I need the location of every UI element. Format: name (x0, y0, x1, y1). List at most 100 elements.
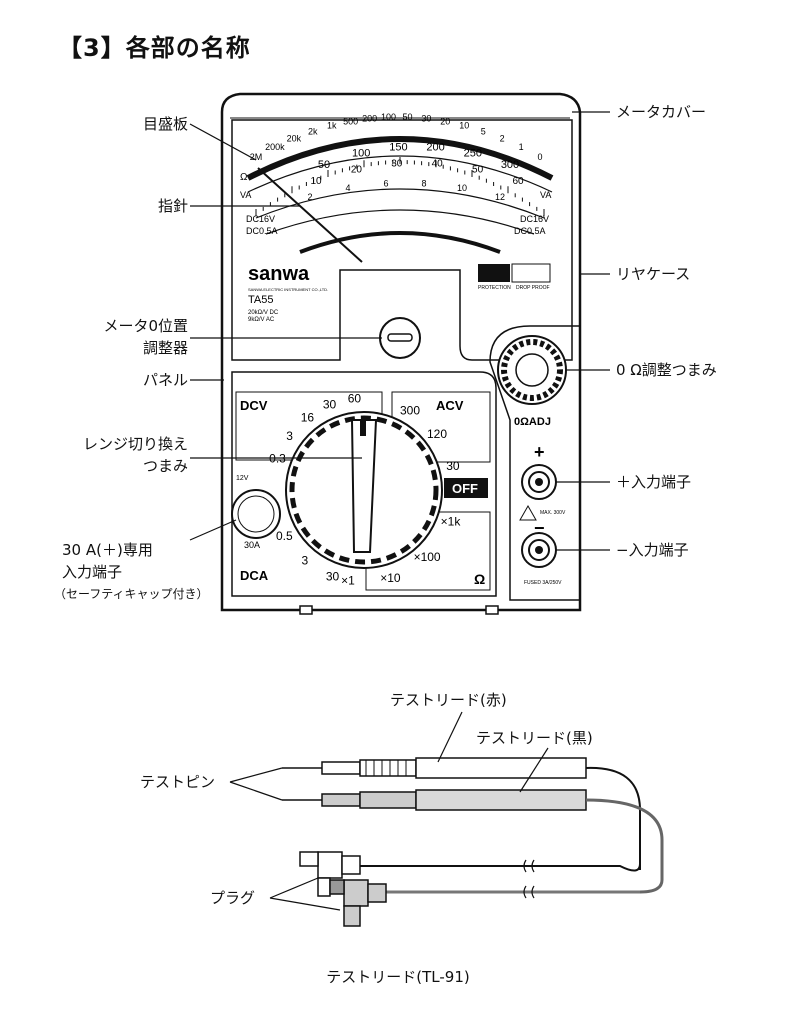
warning-triangle (519, 504, 537, 521)
ohm-range-value: ×100 (414, 550, 441, 564)
label-zero-position-1: メータ0位置 (103, 317, 188, 335)
label-30a-terminal-2: 入力端子 (62, 563, 123, 581)
label-meter-cover: メータカバー (616, 103, 707, 121)
dcv-range-label: 3 (286, 429, 293, 443)
dcv-range-label: 16 (301, 411, 315, 425)
plus-sign: + (534, 442, 545, 462)
dcv-scale-label: 150 (389, 142, 407, 154)
minus-sign: − (534, 518, 545, 538)
dcv-label: DCV (240, 398, 268, 413)
dcv-scale-label: 20 (351, 165, 363, 176)
acv-range-label: 300 (400, 403, 420, 417)
label-plus-terminal: ＋入力端子 (616, 473, 692, 491)
ohm-scale-label: 1 (519, 142, 524, 152)
max-voltage-label: MAX. 300V (540, 510, 566, 516)
label-30a-terminal-3: （セーフティキャップ付き） (54, 587, 209, 601)
panel-outline (231, 371, 497, 597)
acv-range-label: 30 (446, 459, 460, 473)
label-30a-terminal-1: 30 A(＋)専用 (62, 541, 153, 559)
dcv-scale-label: 4 (345, 183, 350, 193)
v12-label: 12V (236, 475, 249, 482)
label-minus-terminal: −入力端子 (616, 541, 689, 559)
black-plug (329, 879, 387, 927)
page-title: 【3】各部の名称 (58, 34, 251, 62)
dca-label: DCA (240, 568, 269, 583)
ohm-scale-label: 50 (402, 112, 412, 122)
dcv-scale-label: 12 (495, 192, 505, 202)
dcv-scale-label: 250 (464, 148, 482, 160)
ohm-scale-label: 10 (459, 121, 469, 131)
label-zero-ohm-knob: 0 Ω調整つまみ (616, 361, 717, 379)
dcv-scale-label: 200 (426, 142, 444, 154)
ohm-range-value: ×10 (380, 571, 401, 585)
dca-range-label: 30 (326, 570, 340, 584)
label-range-selector-2: つまみ (142, 457, 188, 475)
ohm-scale-label: 20 (440, 116, 450, 126)
black-lead (282, 789, 664, 894)
dcv-scale-label: 300 (501, 159, 519, 171)
low-scale-arc (265, 209, 535, 235)
ohm-scale-arc (246, 136, 554, 181)
dcv-scale-label: 10 (310, 176, 322, 187)
label-rear-case: リヤケース (616, 265, 691, 283)
label-test-pin: テストピン (140, 773, 216, 791)
spec-ac: 9kΩ/V AC (248, 317, 275, 323)
zero-adj-label: 0ΩADJ (514, 416, 551, 428)
brand-subtitle: SANWA ELECTRIC INSTRUMENT CO.,LTD. (248, 287, 328, 292)
meter-zero-adjuster[interactable] (379, 317, 421, 359)
label-test-lead-red: テストリード(赤) (390, 691, 507, 709)
protection-badge: PROTECTION DROP PROOF (478, 263, 551, 291)
ohm-scale-label: 2 (500, 134, 505, 144)
pointer-needle (257, 167, 363, 263)
label-zero-position-2: 調整器 (142, 339, 188, 357)
a30-terminal[interactable] (231, 489, 281, 539)
dcv-range-label: 60 (348, 392, 362, 406)
dcv-scale-arc (247, 155, 553, 193)
range-selector-knob[interactable] (285, 411, 443, 569)
dca-range-label: 3 (302, 554, 309, 568)
dcv-scale-label: 10 (457, 183, 467, 193)
dcv-scale-label: 2 (307, 192, 312, 202)
leader-lines (189, 111, 610, 551)
zero-ohm-adjust-knob[interactable] (497, 335, 567, 405)
dc16v-left: DC16V (246, 214, 275, 224)
ohm-scale-label: 1k (327, 121, 337, 131)
label-pointer: 指針 (157, 197, 188, 215)
ohm-scale-label: 0 (537, 152, 542, 162)
off-label: OFF (452, 481, 478, 496)
brand-logo: sanwa (248, 263, 310, 285)
label-test-lead-black: テストリード(黒) (476, 729, 593, 747)
ohm-scale-label: 500 (343, 116, 358, 126)
label-scale-plate: 目盛板 (142, 115, 188, 133)
va-label-right: VA (540, 190, 551, 200)
red-plug (299, 851, 361, 897)
dcv-scale-label: 8 (421, 179, 426, 189)
dcv-scale-label: 60 (512, 176, 524, 187)
ohm-scale-label: 30 (421, 114, 431, 124)
label-plug: プラグ (210, 889, 256, 907)
dc16v-right: DC16V (520, 214, 549, 224)
acv-label: ACV (436, 398, 464, 413)
dcv-scale-label: 50 (318, 159, 330, 171)
a30-terminal-label: 30A (244, 540, 260, 550)
ohm-scale-label: 100 (381, 112, 396, 122)
dcv-scale-label: 50 (472, 165, 484, 176)
red-lead (282, 757, 641, 870)
spec-dc: 20kΩ/V DC (248, 310, 279, 316)
minus-terminal[interactable] (521, 532, 557, 568)
dcv-scale-label: 6 (383, 179, 388, 189)
ohm-symbol: Ω (240, 172, 248, 183)
dc05a-left: DC0.5A (246, 226, 278, 236)
label-range-selector-1: レンジ切り換え (82, 435, 188, 453)
scale-plate (246, 136, 554, 254)
ohm-scale-label: 200k (265, 142, 285, 152)
plus-terminal[interactable] (521, 464, 557, 500)
ohm-range-value: ×1 (341, 574, 355, 588)
label-panel: パネル (142, 371, 188, 389)
ohm-scale-label: 2k (308, 126, 318, 136)
drop-proof-label: DROP PROOF (516, 285, 550, 291)
protection-label: PROTECTION (478, 285, 511, 291)
mid-scale-arc (255, 188, 545, 219)
